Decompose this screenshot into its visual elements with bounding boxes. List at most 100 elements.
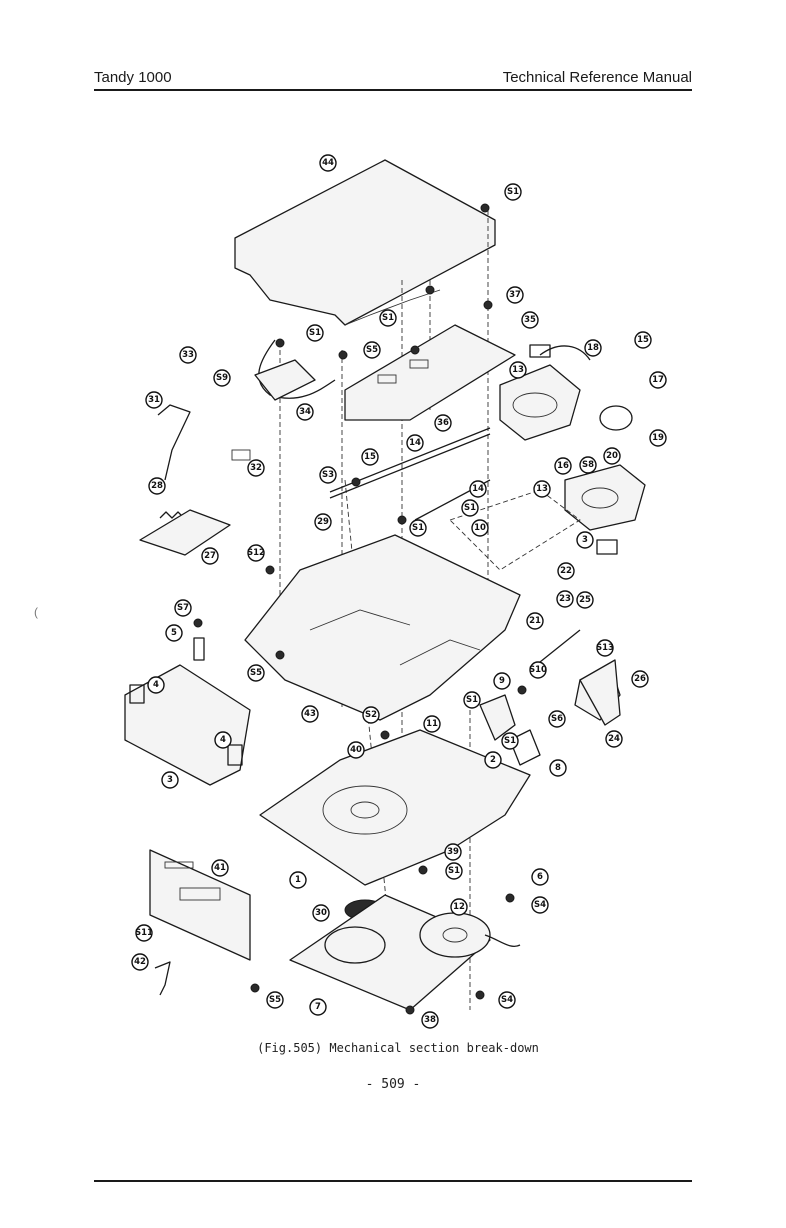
callout-s7: S7 [175,600,191,616]
callout-3: 3 [162,772,178,788]
callout-32-lower: 3 [577,532,593,548]
svg-text:7: 7 [315,1002,321,1012]
svg-text:5: 5 [171,628,177,638]
chassis-frame-part [245,535,520,720]
small-block-part [232,450,250,460]
svg-text:S9: S9 [216,373,228,383]
callout-33: 33 [180,347,196,363]
callout-16: 16 [555,458,571,474]
callout-44: 44 [320,155,336,171]
svg-text:14: 14 [472,484,484,494]
callout-s8: S8 [580,457,596,473]
svg-text:8: 8 [555,763,561,773]
header-right-title: Technical Reference Manual [503,69,692,86]
top-cover-part [235,160,495,325]
callout-s3: S3 [320,467,336,483]
svg-text:24: 24 [608,734,620,744]
callout-12: 12 [451,899,467,915]
callout-s5: S5 [364,342,380,358]
svg-text:43: 43 [304,709,316,719]
stepper-connector [597,540,617,554]
svg-text:18: 18 [587,343,599,353]
callout-13: 13 [534,481,550,497]
svg-text:32: 32 [250,463,262,473]
callout-14: 14 [470,481,486,497]
callout-2: 2 [485,752,501,768]
callout-s9: S9 [214,370,230,386]
callout-15: 15 [635,332,651,348]
svg-text:30: 30 [315,908,327,918]
svg-text:3: 3 [167,775,173,785]
callout-s1: S1 [446,863,462,879]
callout-25: 25 [577,592,593,608]
callout-18: 18 [585,340,601,356]
svg-text:4: 4 [153,680,159,690]
svg-text:23: 23 [559,594,571,604]
callout-29: 29 [315,514,331,530]
callout-14: 14 [407,435,423,451]
svg-text:S5: S5 [269,995,281,1005]
callout-36: 36 [435,415,451,431]
svg-text:19: 19 [652,433,664,443]
svg-text:13: 13 [512,365,524,375]
svg-text:31: 31 [148,395,160,405]
callout-s1: S1 [505,184,521,200]
callout-43: 43 [302,706,318,722]
callout-s1: S1 [462,500,478,516]
callout-32: 32 [248,460,264,476]
left-bracket-part [140,510,230,555]
callout-13: 13 [510,362,526,378]
svg-text:S1: S1 [412,523,424,533]
svg-text:29: 29 [317,517,329,527]
svg-text:34: 34 [299,407,311,417]
svg-text:S5: S5 [366,345,378,355]
svg-text:17: 17 [652,375,664,385]
callout-21: 21 [527,613,543,629]
svg-text:3: 3 [582,535,588,545]
callout-20: 20 [604,448,620,464]
page-header: Tandy 1000 Technical Reference Manual [94,62,692,86]
callout-27: 27 [202,548,218,564]
callout-34: 34 [297,404,313,420]
callout-35: 35 [522,312,538,328]
standoff-part [194,638,204,660]
callout-s1: S1 [380,310,396,326]
callout-39: 39 [445,844,461,860]
callout-s1: S1 [502,733,518,749]
svg-text:27: 27 [204,551,216,561]
margin-mark: ( [34,605,38,619]
callout-22: 22 [558,563,574,579]
svg-text:S1: S1 [464,503,476,513]
callout-15: 15 [362,449,378,465]
callout-s1: S1 [307,325,323,341]
mechanical-breakdown-drawing: 44 S1 37 S1 35 S1 S5 33 S9 31 34 36 18 1… [110,150,680,1030]
callout-1: 1 [290,872,306,888]
svg-text:S1: S1 [507,187,519,197]
header-rule [94,89,692,91]
callout-s4: S4 [532,897,548,913]
callout-37: 37 [507,287,523,303]
svg-text:S7: S7 [177,603,189,613]
callout-9: 9 [494,673,510,689]
callout-41: 41 [212,860,228,876]
svg-text:15: 15 [364,452,376,462]
callout-24: 24 [606,731,622,747]
svg-text:S1: S1 [309,328,321,338]
callout-s13: S13 [596,640,614,656]
callout-s10: S10 [529,662,547,678]
callout-17: 17 [650,372,666,388]
svg-text:36: 36 [437,418,449,428]
svg-text:38: 38 [424,1015,436,1025]
callout-s1: S1 [464,692,480,708]
svg-text:S11: S11 [135,928,153,938]
callout-23: 23 [557,591,573,607]
callout-38: 38 [422,1012,438,1028]
svg-text:33: 33 [182,350,194,360]
svg-text:S3: S3 [322,470,334,480]
svg-text:12: 12 [453,902,465,912]
svg-text:35: 35 [524,315,536,325]
svg-text:6: 6 [537,872,543,882]
stepper-motor-part [565,465,645,530]
motor-lead [485,935,520,946]
ring-part [600,406,632,430]
